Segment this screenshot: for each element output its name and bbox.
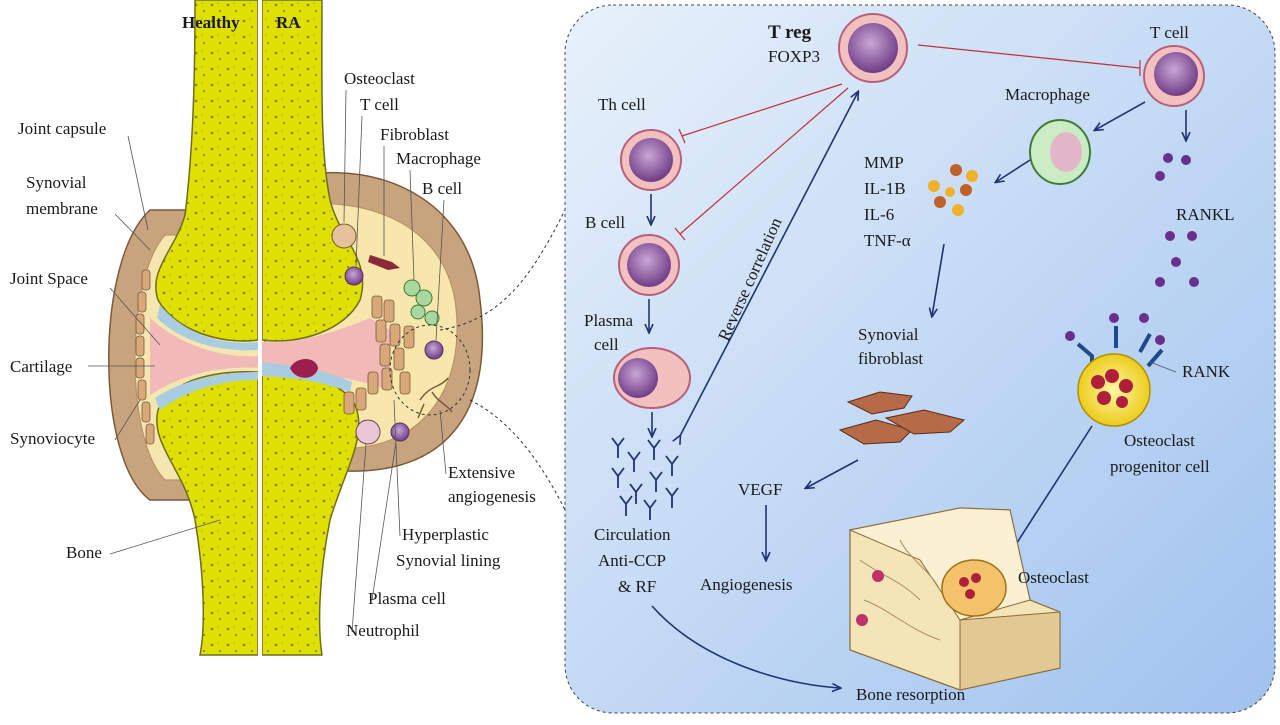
ra-bcell [424, 340, 444, 360]
label-hyperplastic: Hyperplastic [402, 525, 489, 544]
tcell-nucleus [1154, 52, 1198, 96]
label-joint-capsule: Joint capsule [18, 119, 106, 138]
label-synovial-1: Synovial [26, 173, 87, 192]
plasma-nucleus [618, 358, 658, 398]
cytokine-tnfa: TNF-α [864, 231, 911, 250]
treg-nucleus [848, 23, 898, 73]
rank-label: RANK [1182, 362, 1231, 381]
label-macrophage: Macrophage [396, 149, 481, 168]
ra-tcell [344, 266, 364, 286]
circulation-label-2: Anti-CCP [598, 551, 666, 570]
label-bone: Bone [66, 543, 102, 562]
treg-title: T reg [768, 22, 812, 43]
treg-sub: FOXP3 [768, 47, 820, 66]
label-angiogenesis: angiogenesis [448, 487, 536, 506]
plasma-label-1: Plasma [584, 311, 634, 330]
rankl-dots [1065, 153, 1199, 345]
synovial-fibroblast-label-1: Synovial [858, 325, 919, 344]
ra-erosion [290, 359, 318, 378]
cytokine-il1b: IL-1B [864, 179, 906, 198]
rankl-label: RANKL [1176, 205, 1235, 224]
ra-plasma-cell [390, 422, 410, 442]
lower-bone-ra [261, 370, 360, 656]
osteoclast-label: Osteoclast [1018, 568, 1089, 587]
label-tcell: T cell [360, 95, 399, 114]
zoom-line-top [439, 209, 566, 331]
label-synovial-2: membrane [26, 199, 98, 218]
hyperplastic-lining [343, 295, 415, 415]
ra-joint-space [262, 318, 390, 390]
label-bcell: B cell [422, 179, 462, 198]
osteoclast-progenitor-cell [1077, 353, 1151, 427]
upper-bone-healthy [155, 0, 259, 342]
synovial-fibroblast-label-2: fibroblast [858, 349, 923, 368]
label-synovial-lining: Synovial lining [396, 551, 501, 570]
cytokine-dots [928, 164, 978, 216]
osteoclast-progenitor-label-2: progenitor cell [1110, 457, 1210, 476]
vegf-label: VEGF [738, 480, 782, 499]
inhibition-lines [674, 44, 1141, 241]
tcell-label: T cell [1150, 23, 1189, 42]
cytokine-list: MMP IL-1B IL-6 TNF-α [864, 153, 911, 250]
pathway-arrows [649, 101, 1186, 688]
zoom-region [389, 324, 471, 416]
ra-angiogenesis [417, 377, 453, 419]
cytokine-il6: IL-6 [864, 205, 894, 224]
upper-bone-ra [261, 0, 364, 342]
angiogenesis-label: Angiogenesis [700, 575, 793, 594]
antibodies [611, 437, 679, 520]
osteoclast-nuclei [959, 573, 981, 599]
synoviocyte-chain [135, 269, 155, 445]
label-extensive: Extensive [448, 463, 515, 482]
cartilage-lower [155, 372, 258, 410]
macrophage-label: Macrophage [1005, 85, 1090, 104]
progenitor-nuclei [1091, 369, 1133, 408]
joint-space [150, 318, 258, 395]
osteoclast-progenitor-label-1: Osteoclast [1124, 431, 1195, 450]
macrophage-nucleus [1050, 132, 1082, 172]
ra-label: RA [276, 13, 301, 32]
joint-illustration [108, 0, 566, 660]
reverse-correlation-arrow [680, 92, 858, 436]
osteoclast-cell [941, 559, 1007, 617]
label-plasma-cell: Plasma cell [368, 589, 446, 608]
label-osteoclast: Osteoclast [344, 69, 415, 88]
left-labels: Joint capsule Synovial membrane Joint Sp… [10, 119, 221, 562]
healthy-label: Healthy [182, 13, 240, 32]
ra-osteoclast-cell [331, 223, 357, 249]
ra-neutrophil [355, 419, 381, 445]
label-fibroblast: Fibroblast [380, 125, 449, 144]
thcell-nucleus [629, 138, 673, 182]
rank-pointer [1149, 361, 1177, 373]
plasma-label-2: cell [594, 335, 619, 354]
cytokine-mmp: MMP [864, 153, 904, 172]
circulation-label-1: Circulation [594, 525, 671, 544]
ra-fibroblast [368, 255, 400, 270]
label-cartilage: Cartilage [10, 357, 72, 376]
circulation-label-3: & RF [618, 577, 656, 596]
bcell-nucleus [627, 243, 671, 287]
lower-bone-healthy [156, 371, 259, 656]
thcell-label: Th cell [598, 95, 646, 114]
synovial-fibroblast-cells [838, 391, 966, 445]
ra-labels: Osteoclast T cell Fibroblast Macrophage … [343, 69, 536, 640]
label-neutrophil: Neutrophil [346, 621, 420, 640]
healthy-ra-divider [258, 0, 262, 660]
label-joint-space: Joint Space [10, 269, 88, 288]
bcell-label: B cell [585, 213, 625, 232]
label-synoviocyte: Synoviocyte [10, 429, 95, 448]
ra-macrophages [403, 279, 440, 326]
cartilage-upper [157, 305, 258, 351]
bone-resorption-label: Bone resorption [856, 685, 966, 704]
zoom-line-bottom [469, 399, 566, 511]
